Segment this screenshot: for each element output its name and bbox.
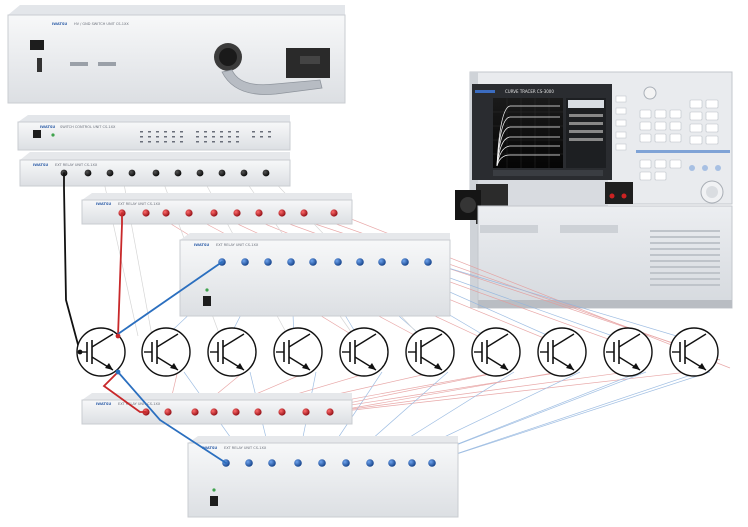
relay-red-bottom-brand: IWATSU [96,402,111,406]
relay-red-brand: IWATSU [96,202,111,206]
ext-relay-unit-red-bottom: IWATSU EXT RELAY UNIT CS-1XX [81,393,353,425]
relay-blue-brand: IWATSU [194,243,209,247]
igbt-device-6[interactable] [405,327,455,377]
igbt-device-8[interactable] [537,327,587,377]
relay-blue-bottom-brand: IWATSU [202,446,217,450]
igbt-device-9[interactable] [603,327,653,377]
highlighted-wiring [63,172,227,464]
relay-top-brand: IWATSU [33,163,48,167]
control-power-switch[interactable] [33,130,41,138]
control-brand-logo: IWATSU [40,125,55,129]
junction-gate [77,349,83,355]
relay-blue-bottom-power[interactable] [210,496,218,506]
igbt-device-2[interactable] [141,327,191,377]
ext-relay-unit-blue-bottom: IWATSU EXT RELAY UNIT CS-1XX [187,436,459,518]
wire-blue-bottom [117,371,227,464]
igbt-device-3[interactable] [207,327,257,377]
tracer-terminal-block [605,182,633,204]
wire-black [63,172,81,353]
relay-red-label: EXT RELAY UNIT CS-1XX [118,202,161,206]
hv-switch-unit: IWATSU HV / GND SWITCH UNIT CS-1XX [7,5,346,104]
switch-control-unit: IWATSU SWITCH CONTROL UNIT CS-1XX [17,115,291,151]
tracer-title: CURVE TRACER CS-3000 [505,89,554,94]
igbt-device-10[interactable] [669,327,719,377]
relay-red-bottom-label: EXT RELAY UNIT CS-1XX [118,402,161,406]
igbt-device-4[interactable] [273,327,323,377]
ext-relay-unit-top: IWATSU EXT RELAY UNIT CS-1XX [19,152,291,187]
relay-blue-label: EXT RELAY UNIT CS-1XX [216,243,259,247]
wire-blue-top [117,261,223,335]
devices-under-test [76,327,719,377]
brand-logo: IWATSU [52,22,67,26]
igbt-device-7[interactable] [471,327,521,377]
relay-blue-power[interactable] [203,296,211,306]
junction-emitter [115,369,121,375]
relay-top-label: EXT RELAY UNIT CS-1XX [55,163,98,167]
ext-relay-unit-blue: IWATSU EXT RELAY UNIT CS-1XX [179,233,451,317]
curve-tracer: CURVE TRACER CS-3000 [455,71,733,309]
wire-red-bottom [102,371,147,413]
power-switch[interactable] [30,40,44,50]
igbt-device-5[interactable] [339,327,389,377]
junction-collector [115,333,121,339]
wire-red-top [117,212,123,337]
igbt-device-1[interactable] [76,327,126,377]
hv-switch-unit-label: HV / GND SWITCH UNIT CS-1XX [74,22,129,26]
relay-blue-bottom-label: EXT RELAY UNIT CS-1XX [224,446,267,450]
tracer-knob-top[interactable] [643,86,657,100]
ext-relay-unit-red: IWATSU EXT RELAY UNIT CS-1XX [81,193,353,225]
switch-control-label: SWITCH CONTROL UNIT CS-1XX [60,125,116,129]
